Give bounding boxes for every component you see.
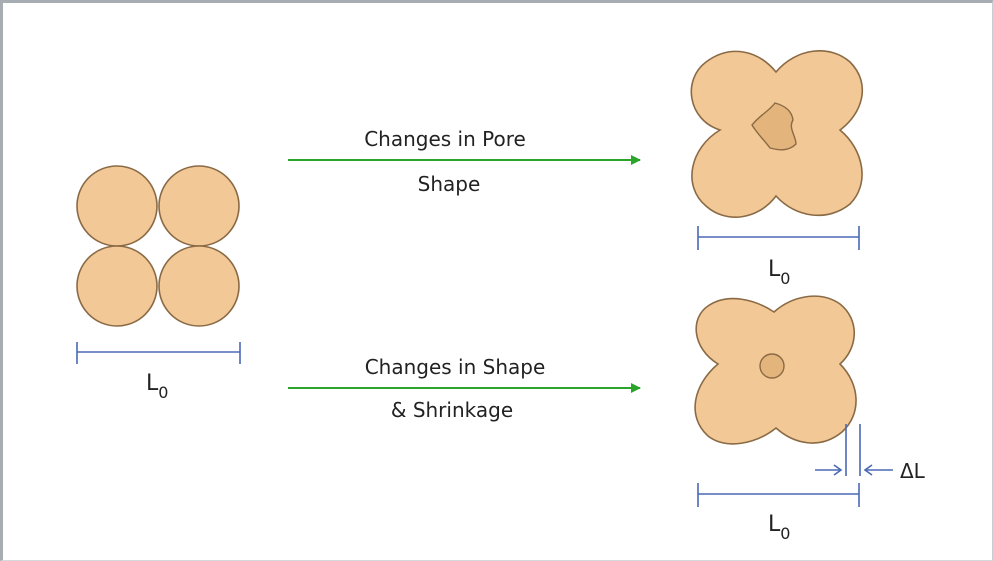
shrinkage-label: ΔL [900,459,926,483]
initial-particles [77,166,239,326]
bottom-result-length-dimension [698,483,859,507]
arrow-bottom-label-line1: Changes in Shape [365,355,546,379]
particle-top-right [159,166,239,246]
particle-top-left [77,166,157,246]
top-result-length-dimension [698,226,859,250]
particle-bottom-right [159,246,239,326]
particle-bottom-left [77,246,157,326]
top-result-length-label: L0 [768,257,790,288]
arrow-top-label-line1: Changes in Pore [364,127,526,151]
arrow-bottom-label-line2: & Shrinkage [391,398,513,422]
initial-length-dimension [77,342,240,364]
initial-length-label: L0 [146,371,168,402]
round-pore [760,354,784,378]
arrow-top-label-line2: Shape [418,172,481,196]
bottom-result-length-label: L0 [768,512,790,543]
